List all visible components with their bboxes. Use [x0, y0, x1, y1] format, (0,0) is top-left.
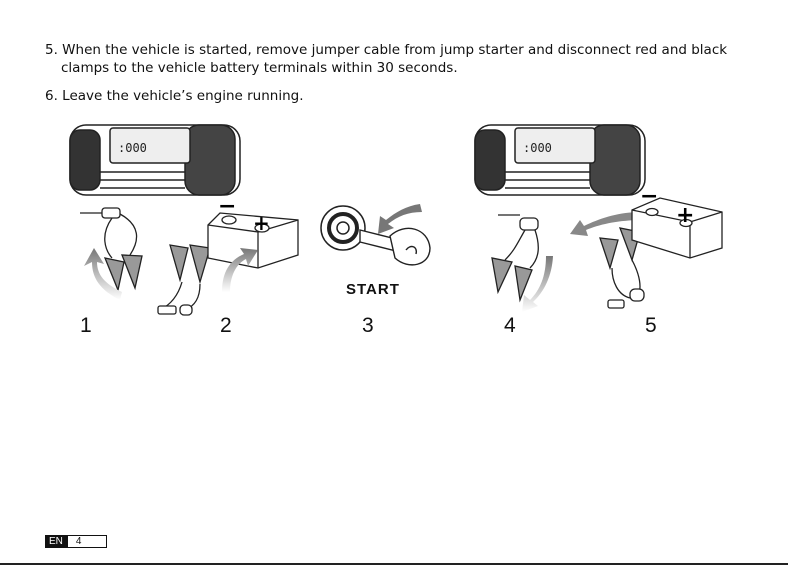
battery-1-plus: +	[253, 211, 270, 235]
step-number-3: 3	[362, 314, 374, 338]
battery-1-minus: −	[218, 194, 236, 219]
step-5-text: 5. When the vehicle is started, remove j…	[45, 41, 750, 77]
page-footer: EN 4	[45, 535, 107, 548]
svg-text::000: :000	[523, 141, 552, 155]
step-number-1: 1	[80, 314, 92, 338]
step-5-line-1: 5. When the vehicle is started, remove j…	[45, 42, 727, 58]
start-label: START	[346, 281, 400, 298]
battery-2-plus: +	[676, 203, 694, 228]
jump-starter-left-icon: :000	[70, 125, 240, 195]
page-number: 4	[67, 535, 107, 548]
cable-clamps-4-icon	[492, 215, 538, 300]
step-number-2: 2	[220, 314, 232, 338]
cable-clamps-2-icon	[158, 245, 210, 315]
bottom-rule	[0, 563, 788, 565]
jump-start-diagram: :000 :000 − +	[0, 115, 788, 345]
key-icon	[360, 228, 430, 264]
step-number-4: 4	[504, 314, 516, 338]
step-5-line-2: clamps to the vehicle battery terminals …	[45, 59, 750, 77]
step-6-text: 6. Leave the vehicle’s engine running.	[45, 87, 303, 105]
ignition-icon	[321, 206, 365, 250]
jump-starter-right-icon: :000	[475, 125, 645, 195]
step-number-5: 5	[645, 314, 657, 338]
language-badge: EN	[45, 535, 67, 548]
svg-text::000: :000	[118, 141, 147, 155]
cable-clamps-1-icon	[80, 208, 142, 290]
battery-2-minus: −	[640, 184, 658, 209]
